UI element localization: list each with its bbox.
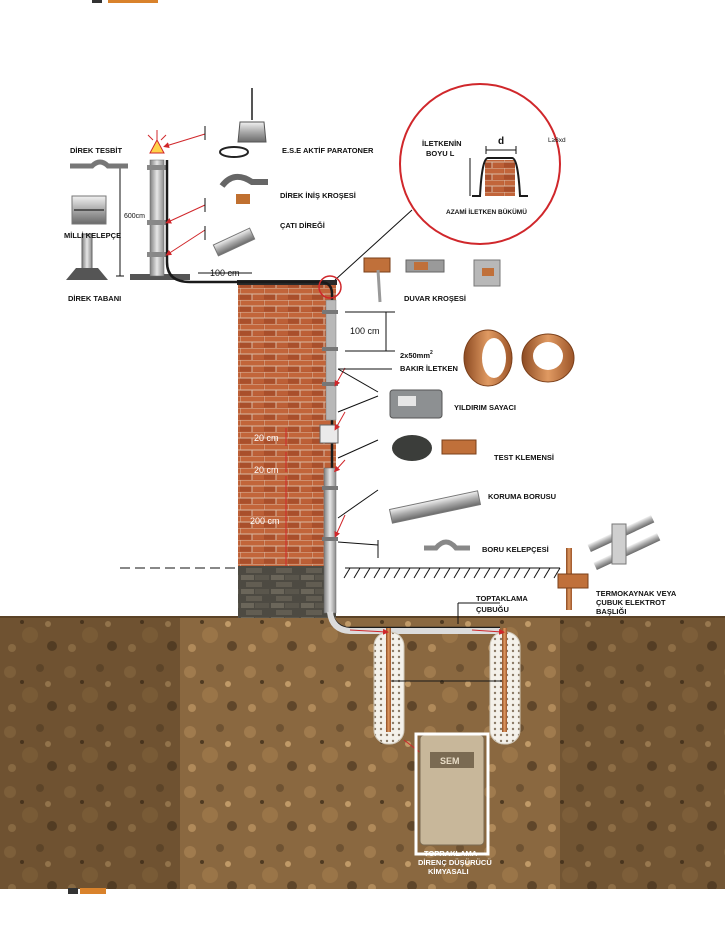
label-chemical-line3: KİMYASALI [428,867,469,876]
label-wall-bracket: DUVAR KROŞESİ [404,294,466,303]
label-chemical-line2: DİRENÇ DÜŞÜRÜCÜ [418,858,492,867]
protection-pipe-icon [388,490,482,524]
ese-tip-icon [147,130,167,154]
soil-shade-right [560,617,725,889]
wall-clip-2 [322,347,338,351]
label-chemical-line1: TOPRAKLAMA [424,849,478,858]
label-mast-fixing: DİREK TESBİT [70,146,123,155]
bending-detail-inset [318,83,561,299]
dim-mast-height: 600cm [124,213,145,220]
earthing-chemical-bag-icon [414,732,490,856]
label-roof-mast: ÇATI DİREĞİ [280,221,325,230]
dim-20b: 20 cm [254,465,279,475]
label-mast-downlead-bracket: DİREK İNİŞ KROŞESİ [280,191,356,200]
leader-arrows [163,133,505,762]
soil-shade-left [0,617,180,889]
label-exothermic-line1: TERMOKAYNAK VEYA [596,589,677,598]
dimension-mast [116,164,124,277]
inset-max-bend-title: AZAMİ İLETKEN BÜKÜMÜ [446,207,527,216]
bottom-accent-dark [68,888,78,894]
top-accent-dark [92,0,102,3]
test-box [319,424,339,444]
stone-foundation [238,566,336,618]
exothermic-weld-icon [557,515,661,610]
inset-d-label: d [498,136,504,147]
leader-lines [204,126,500,624]
mast-base-plate [130,274,190,280]
label-test-terminal: TEST KLEMENSİ [494,453,554,462]
pipe-clamp-icon [424,539,470,551]
top-accent-bar [0,0,725,3]
grade-hatch [120,567,561,579]
mast-clamp-1 [147,165,167,170]
bottom-accent-orange [80,888,106,894]
earth-rod-right [502,628,507,732]
test-terminal-icons [392,435,477,461]
label-lightning-counter: YILDIRIM SAYACI [454,403,516,412]
bottom-accent-bar [0,888,725,894]
label-earth-rod-line2: ÇUBUĞU [476,605,509,614]
lightning-counter-icon [389,389,443,419]
top-accent-orange [108,0,158,3]
buried-conductor [327,611,500,634]
earth-rod-left [386,628,391,732]
dim-roof-spacing: 100 cm [210,268,240,278]
mast-clamp-3 [147,252,167,257]
mast-clamp-2 [147,220,167,225]
label-nut-clamp: MİLLİ KELEPÇE [64,231,121,240]
nut-clamp-icon [71,195,107,225]
inset-conductor-length-1: İLETKENİN [422,139,462,148]
wall-conductor-guard [325,299,337,421]
label-exothermic-line3: BAŞLIĞI [596,607,626,616]
dim-20a: 20 cm [254,433,279,443]
mast-fixing-clamp-icon [70,159,128,169]
mast-base-icon [66,233,108,280]
dim-wall-spacing: 100 cm [350,326,380,336]
label-exothermic-line2: ÇUBUK ELEKTROT [596,598,666,607]
inset-rule: L≥8xd [548,137,566,144]
wall-clip-5 [322,537,338,541]
chemical-bag-logo: SEM [440,756,460,766]
label-mast-base: DİREK TABANI [68,294,121,303]
soil-ground [0,617,725,889]
mast-pole [149,159,165,277]
roof-mast-pipe-icon [212,227,256,257]
wall-bracket-icons [363,257,501,303]
dim-200: 200 cm [250,516,280,526]
label-copper-conductor: BAKIR İLETKEN [400,364,458,373]
label-copper-size: 2x50mm2 [400,350,433,360]
ese-air-terminal-icon [219,88,267,158]
inset-conductor-length-2: BOYU L [426,149,455,158]
wall-clip-3 [322,382,338,386]
dimension-roof [198,266,252,279]
mast-downlead-bracket-icon [219,173,268,204]
label-ese-terminal: E.S.E AKTİF PARATONER [282,146,374,155]
wall-clip-4 [322,486,338,490]
wall-clip-1 [322,310,338,314]
copper-conductor-coil-icons [463,329,575,387]
label-pipe-clamp: BORU KELEPÇESİ [482,545,549,554]
label-protection-pipe: KORUMA BORUSU [488,492,556,501]
dimension-wall-spacing [345,311,395,352]
label-earth-rod-line1: TOPTAKLAMA [476,594,528,603]
